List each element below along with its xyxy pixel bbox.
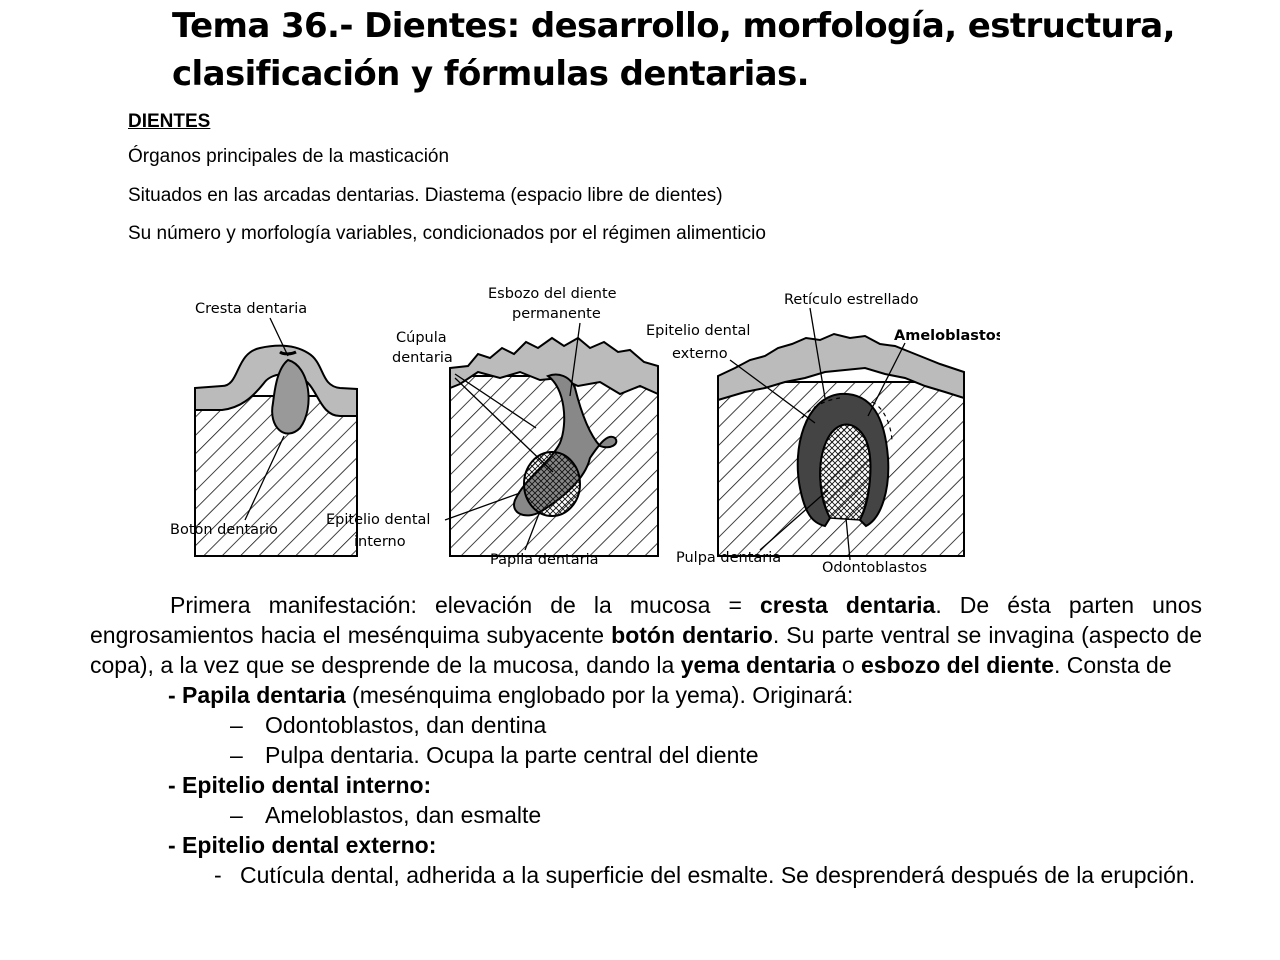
body-text: Primera manifestación: elevación de la m… (90, 590, 1202, 890)
label-boton-dentario: Botón dentario (170, 522, 278, 538)
list-item-text: Pulpa dentaria. Ocupa la parte central d… (265, 742, 759, 768)
panel-boton-dentario (194, 344, 358, 557)
dash-mark: – (230, 802, 243, 828)
para-text-1: Primera manifestación: elevación de la m… (170, 592, 760, 618)
label-cresta-dentaria: Cresta dentaria (195, 301, 307, 317)
development-paragraph: Primera manifestación: elevación de la m… (90, 590, 1202, 680)
intro-line-2: Situados en las arcadas dentarias. Diast… (128, 185, 723, 206)
papila-heading: - Papila dentaria (mesénquima englobado … (168, 680, 1202, 710)
list-item: –Pulpa dentaria. Ocupa la parte central … (230, 740, 1202, 770)
label-pulpa-dentaria: Pulpa dentaria (676, 550, 781, 566)
section-heading-dientes: DIENTES (128, 111, 211, 132)
term-yema-dentaria: yema dentaria (680, 652, 836, 678)
list-item: –Odontoblastos, dan dentina (230, 710, 1202, 740)
panel-copa (449, 336, 659, 557)
dash-mark: – (230, 712, 243, 738)
pulpa-cross-hatch (819, 423, 872, 521)
term-cresta-dentaria: cresta dentaria (760, 592, 936, 618)
list-item: -Cutícula dental, adherida a la superfic… (214, 860, 1202, 890)
para-text-5: . Consta de (1054, 652, 1172, 678)
label-esbozo-1: Esbozo del diente (488, 286, 617, 302)
leader-lines (244, 307, 906, 561)
label-epitelio-interno-2: interno (354, 534, 406, 550)
para-text-3: . Su parte ventral se invagina (aspecto … (90, 622, 1203, 678)
epithelium-panel-1 (194, 344, 358, 417)
label-ameloblastos: Ameloblastos (894, 328, 1000, 344)
intro-line-3: Su número y morfología variables, condic… (128, 223, 766, 244)
dash-mark: – (230, 742, 243, 768)
hyphen-mark: - (214, 862, 222, 888)
list-item-text: Odontoblastos, dan dentina (265, 712, 547, 738)
papila-cross-hatch (523, 451, 581, 517)
label-reticulo-estrellado: Retículo estrellado (784, 292, 919, 308)
label-epitelio-interno-1: Epitelio dental (326, 512, 430, 528)
intro-line-1: Órganos principales de la masticación (128, 146, 450, 167)
epithelium-panel-3 (717, 332, 965, 402)
term-esbozo-del-diente: esbozo del diente (861, 652, 1054, 678)
papila-heading-rest: (mesénquima englobado por la yema). Orig… (345, 682, 854, 708)
term-boton-dentario: botón dentario (611, 622, 773, 648)
epitelio-interno-heading: - Epitelio dental interno: (168, 770, 1202, 800)
title-line-1: Tema 36.- Dientes: desarrollo, morfologí… (172, 6, 1176, 46)
list-item-text: Cutícula dental, adherida a la superfici… (240, 862, 1196, 888)
epitelio-externo-heading: - Epitelio dental externo: (168, 830, 1202, 860)
papila-heading-bold: - Papila dentaria (168, 682, 346, 708)
list-item: –Ameloblastos, dan esmalte (230, 800, 1202, 830)
label-papila-dentaria: Papila dentaria (490, 552, 599, 568)
para-text-2: . De ésta parten unos engrosamientos hac… (90, 592, 1202, 648)
para-text-4: o (835, 652, 862, 678)
epitelio-externo-heading-bold: - Epitelio dental externo: (168, 832, 437, 858)
epitelio-interno-heading-bold: - Epitelio dental interno: (168, 772, 432, 798)
title-line-2: clasificación y fórmulas dentarias. (172, 54, 810, 94)
label-epitelio-externo-1: Epitelio dental (646, 323, 750, 339)
tooth-development-figure: Cresta dentaria Botón dentario Cúpula de… (170, 286, 1000, 576)
bud-shape (271, 358, 310, 435)
label-esbozo-2: permanente (512, 306, 601, 322)
label-cupula-1: Cúpula (396, 330, 447, 346)
panel-campana (717, 332, 965, 557)
list-item-text: Ameloblastos, dan esmalte (265, 802, 542, 828)
label-epitelio-externo-2: externo (672, 346, 728, 362)
label-cupula-2: dentaria (392, 350, 453, 366)
epithelium-panel-2 (449, 336, 659, 396)
label-odontoblastos: Odontoblastos (822, 560, 927, 576)
page-title: Tema 36.- Dientes: desarrollo, morfologí… (172, 2, 1252, 98)
